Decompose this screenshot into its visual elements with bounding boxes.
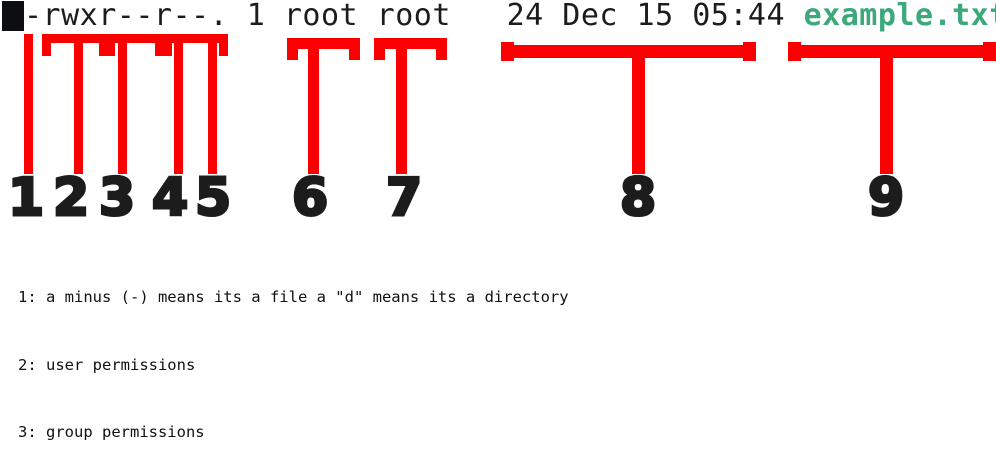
callout-number-4: 4: [150, 168, 189, 228]
callout-number-2: 2: [51, 168, 90, 228]
leader-line-9: [880, 58, 893, 174]
leader-line-3: [118, 43, 127, 174]
bracket-top-8: [501, 45, 756, 58]
bracket-top-6: [287, 38, 360, 49]
leader-line-2: [74, 43, 83, 174]
callout-number-9: 9: [866, 168, 905, 228]
callout-number-1: 1: [6, 168, 45, 228]
callout-number-7: 7: [384, 168, 423, 228]
leader-line-1: [24, 34, 33, 174]
bracket-top-2: [42, 34, 115, 43]
leader-line-8: [632, 58, 645, 174]
bracket-right-8: [743, 42, 756, 61]
callout-number-5: 5: [193, 168, 232, 228]
bracket-left-8: [501, 42, 514, 61]
bracket-top-4: [155, 34, 228, 43]
bracket-right-6: [349, 38, 360, 60]
leader-line-7: [396, 49, 407, 174]
ls-fields-text: -rwxr--r--. 1 root root 24 Dec 15 05:44: [24, 0, 804, 33]
bracket-right-7: [436, 38, 447, 60]
legend-item: 2: user permissions: [18, 355, 196, 374]
legend-list: 1: a minus (-) means its a file a "d" me…: [18, 241, 978, 451]
annotation-layer: [24, 34, 996, 174]
callout-number-3: 3: [97, 168, 136, 228]
callout-number-8: 8: [618, 168, 657, 228]
terminal-output-line: -rwxr--r--. 1 root root 24 Dec 15 05:44 …: [0, 0, 996, 32]
bracket-top-3: [99, 34, 172, 43]
terminal-cursor-block: [2, 1, 24, 31]
bracket-left-3: [99, 34, 108, 56]
file-name-text: example.txt: [803, 0, 996, 33]
leader-line-5: [208, 34, 217, 174]
bracket-right-4: [219, 34, 228, 56]
bracket-right-2: [106, 34, 115, 56]
legend-item: 1: a minus (-) means its a file a "d" me…: [18, 288, 569, 306]
bracket-top-9: [788, 45, 996, 58]
ls-long-listing: -rwxr--r--. 1 root root 24 Dec 15 05:44 …: [24, 0, 996, 32]
legend-item: 3: group permissions: [18, 423, 205, 441]
bracket-left-4: [155, 34, 164, 56]
bracket-top-7: [374, 38, 447, 49]
bracket-right-9: [983, 42, 996, 61]
bracket-left-7: [374, 38, 385, 60]
bracket-left-6: [287, 38, 298, 60]
bracket-right-3: [163, 34, 172, 56]
leader-line-4: [174, 43, 183, 174]
callout-number-6: 6: [290, 168, 329, 228]
bracket-left-2: [42, 34, 51, 56]
bracket-left-9: [788, 42, 801, 61]
leader-line-6: [308, 49, 319, 174]
